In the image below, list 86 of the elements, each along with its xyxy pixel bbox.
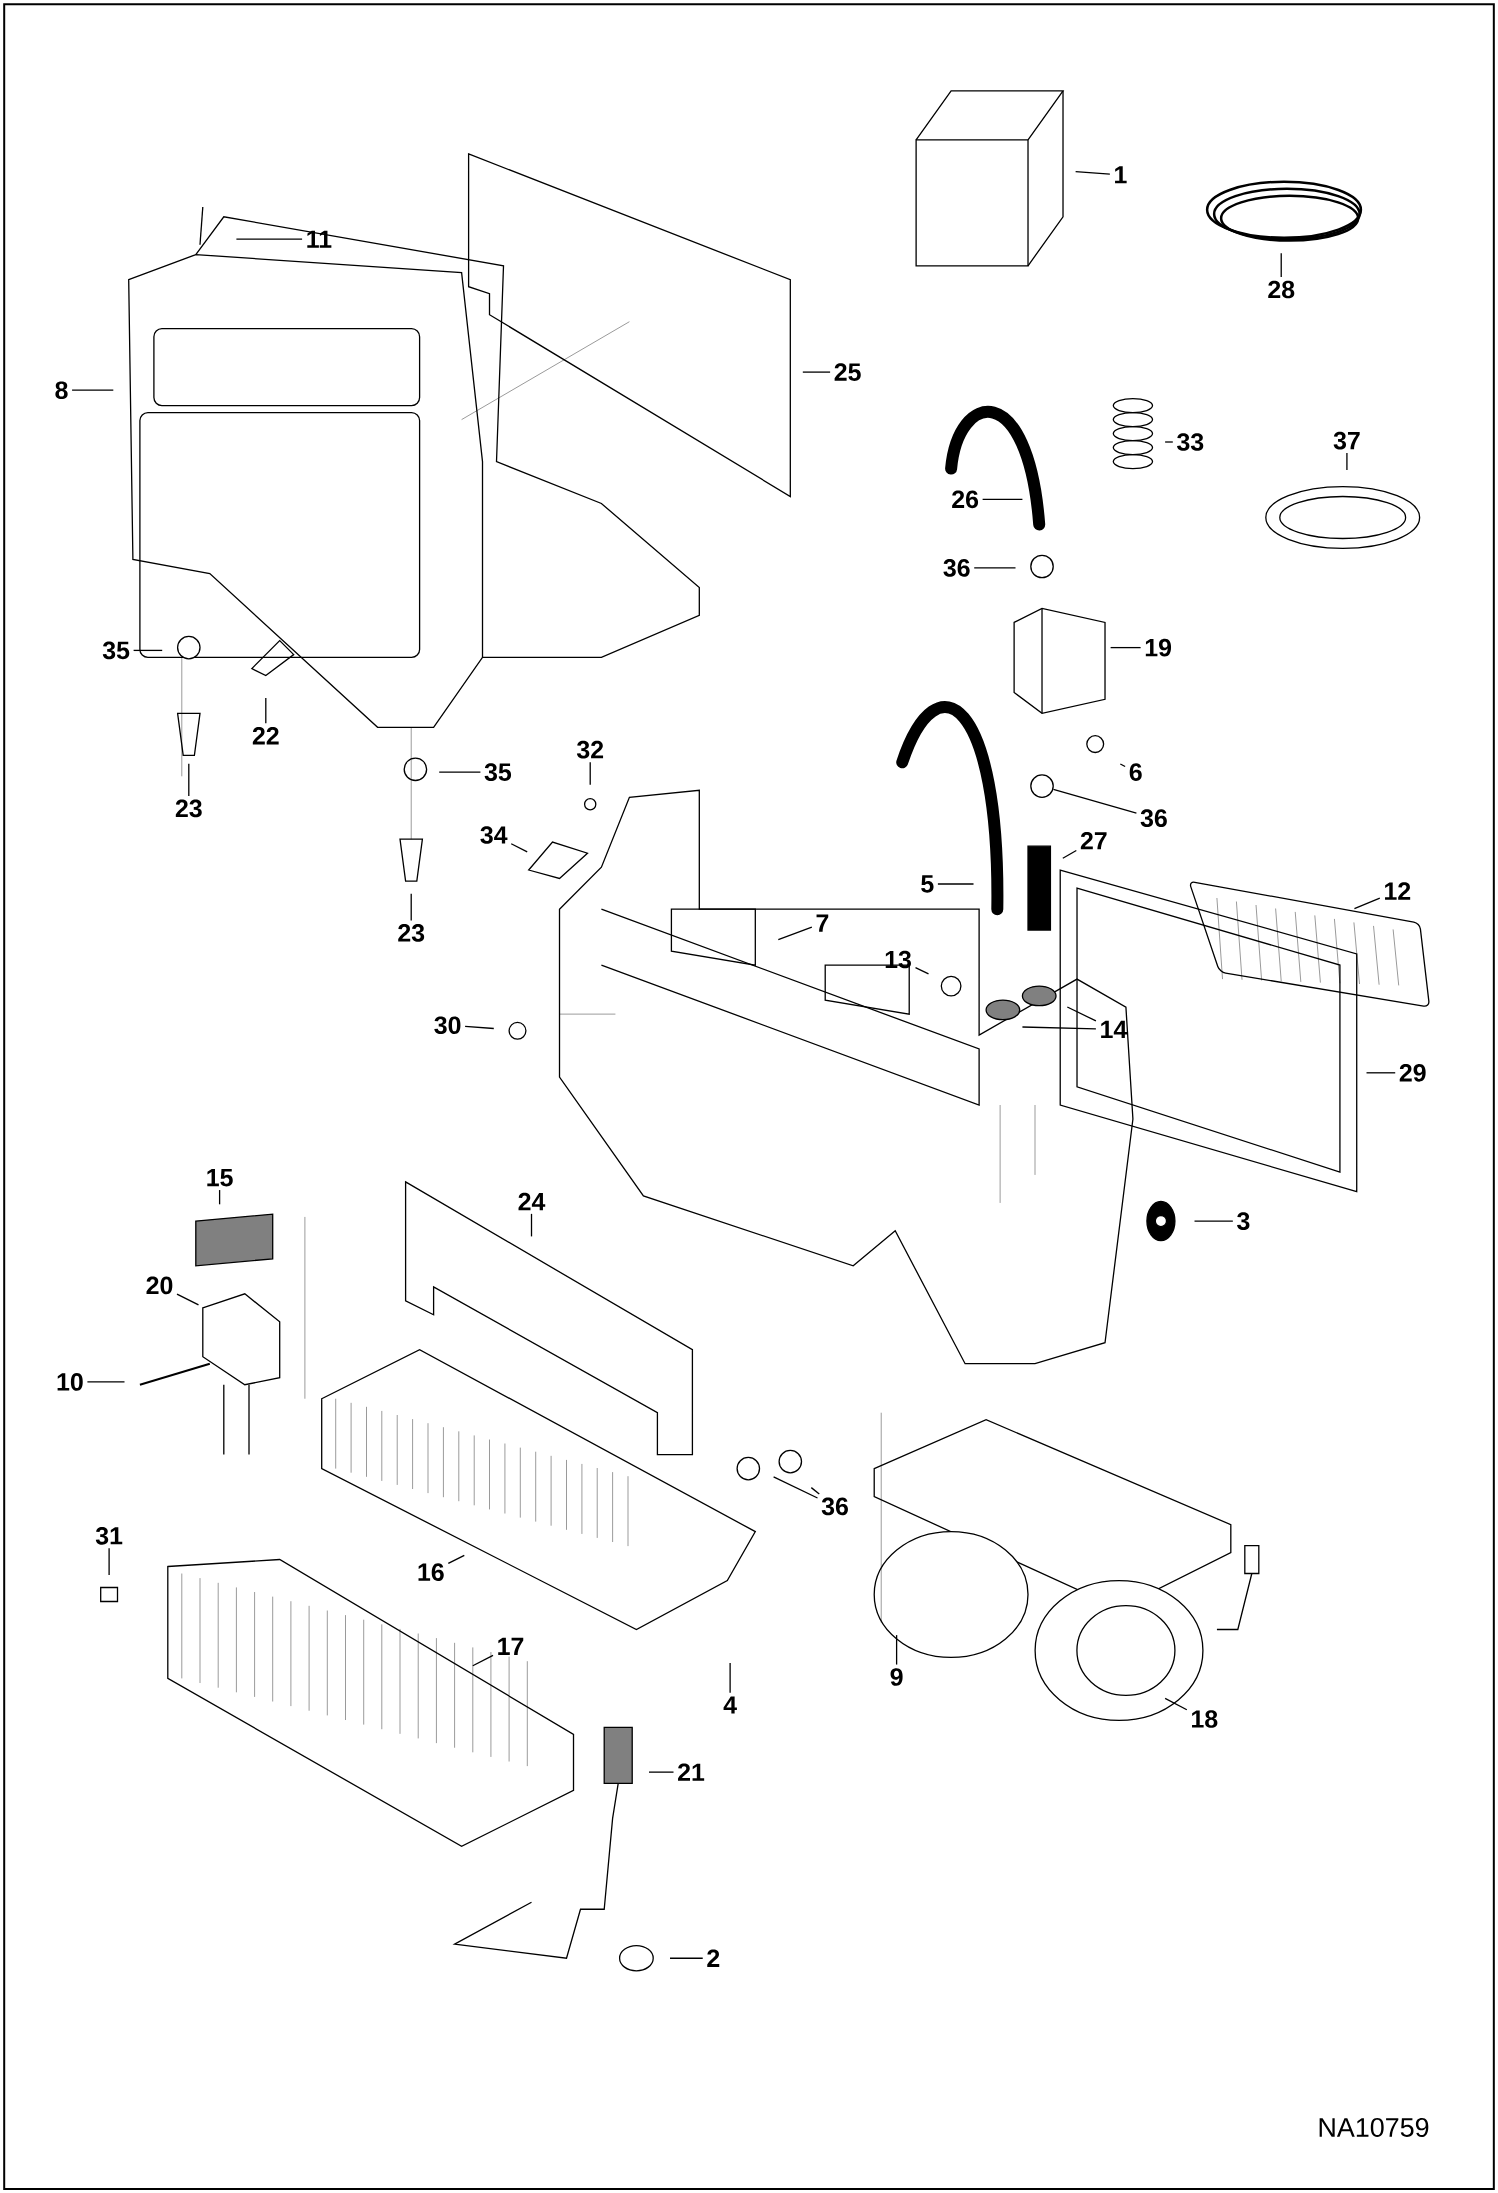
callout-number: 21 (678, 1763, 705, 1781)
leader-line (188, 763, 190, 797)
callout-number: 26 (952, 490, 979, 509)
callout-number: 29 (1399, 1064, 1426, 1082)
leader-line (176, 1293, 200, 1306)
callout-number: 16 (418, 1563, 444, 1581)
callout-number: 9 (890, 1668, 903, 1686)
leader-line (1109, 646, 1142, 649)
leader-line (472, 1654, 494, 1667)
callout-number: 18 (1192, 1710, 1218, 1728)
leader-line (777, 926, 813, 941)
leader-line (1066, 1006, 1097, 1022)
callout-number: 7 (816, 914, 829, 932)
leader-line (729, 1662, 731, 1694)
leader-line (464, 1025, 495, 1030)
callout-number: 28 (1268, 280, 1295, 299)
leader-line (810, 1486, 820, 1495)
leader-line (802, 371, 831, 373)
leader-line (1062, 849, 1077, 859)
drawing-number: NA10759 (1319, 2117, 1429, 2137)
leader-line (589, 761, 591, 786)
leader-line (510, 843, 528, 853)
hose-clamp (1030, 774, 1054, 798)
leader-line (86, 1381, 126, 1383)
callout-number: 13 (885, 950, 911, 969)
callout-number: 17 (498, 1637, 524, 1655)
callout-number: 27 (1080, 831, 1107, 850)
callout-number: 36 (821, 1497, 848, 1516)
callout-number: 12 (1385, 882, 1411, 900)
callout-number: 1 (1115, 166, 1127, 184)
leader-line (1164, 1697, 1188, 1711)
leader-line (1164, 441, 1174, 443)
callout-number: 25 (834, 363, 861, 381)
callout-number: 10 (57, 1373, 83, 1391)
callout-number: 5 (921, 875, 934, 893)
leader-line (71, 389, 114, 391)
callout-number: 11 (307, 230, 332, 248)
leader-line (1074, 170, 1111, 175)
leader-line (772, 1476, 819, 1499)
callout-number: 14 (1101, 1020, 1128, 1038)
leader-line (895, 1634, 898, 1666)
leader-line (1119, 763, 1126, 768)
callout-number: 35 (102, 641, 130, 660)
callout-number: 15 (207, 1169, 233, 1187)
leader-line (648, 1771, 675, 1773)
leader-line (1021, 1026, 1097, 1030)
leader-line (1365, 1072, 1396, 1074)
leader-line (1280, 252, 1282, 278)
leader-line (981, 498, 1024, 500)
callout-number: 23 (398, 924, 425, 942)
leader-line (669, 1957, 704, 1959)
callout-number: 4 (723, 1696, 737, 1714)
callout-number: 34 (480, 826, 508, 844)
callout-number: 20 (146, 1276, 173, 1295)
leader-line (235, 238, 303, 240)
leader-line (973, 567, 1017, 569)
leader-line (530, 1213, 533, 1238)
leader-line (218, 1189, 221, 1205)
callout-number: 23 (175, 799, 202, 818)
callout-number: 32 (576, 740, 604, 759)
leader-line (914, 967, 930, 975)
callout-number: 31 (95, 1527, 123, 1545)
callout-number: 19 (1145, 638, 1172, 657)
leader-line (1052, 788, 1138, 814)
callout-number: 2 (707, 1949, 720, 1967)
leader-line (1193, 1220, 1234, 1222)
leader-line (108, 1547, 110, 1576)
leader-line (410, 893, 412, 922)
callout-number: 30 (434, 1016, 461, 1035)
leader-line (265, 697, 267, 724)
leader-line (438, 771, 482, 773)
callout-number: 36 (1140, 809, 1167, 828)
callout-number: 33 (1177, 433, 1204, 451)
callout-number: 6 (1129, 763, 1142, 781)
leader-line (1346, 452, 1348, 471)
callout-number: 35 (484, 763, 512, 781)
callout-number: 3 (1237, 1212, 1250, 1230)
leader-line (1353, 897, 1381, 910)
callout-number: 36 (943, 559, 970, 577)
callout-number: 22 (252, 727, 279, 745)
leader-line (937, 883, 975, 885)
callout-number: 24 (518, 1192, 546, 1211)
callout-number: 8 (55, 381, 68, 399)
callout-number: 37 (1333, 431, 1360, 450)
leader-line (447, 1554, 465, 1565)
leader-line (132, 649, 163, 652)
